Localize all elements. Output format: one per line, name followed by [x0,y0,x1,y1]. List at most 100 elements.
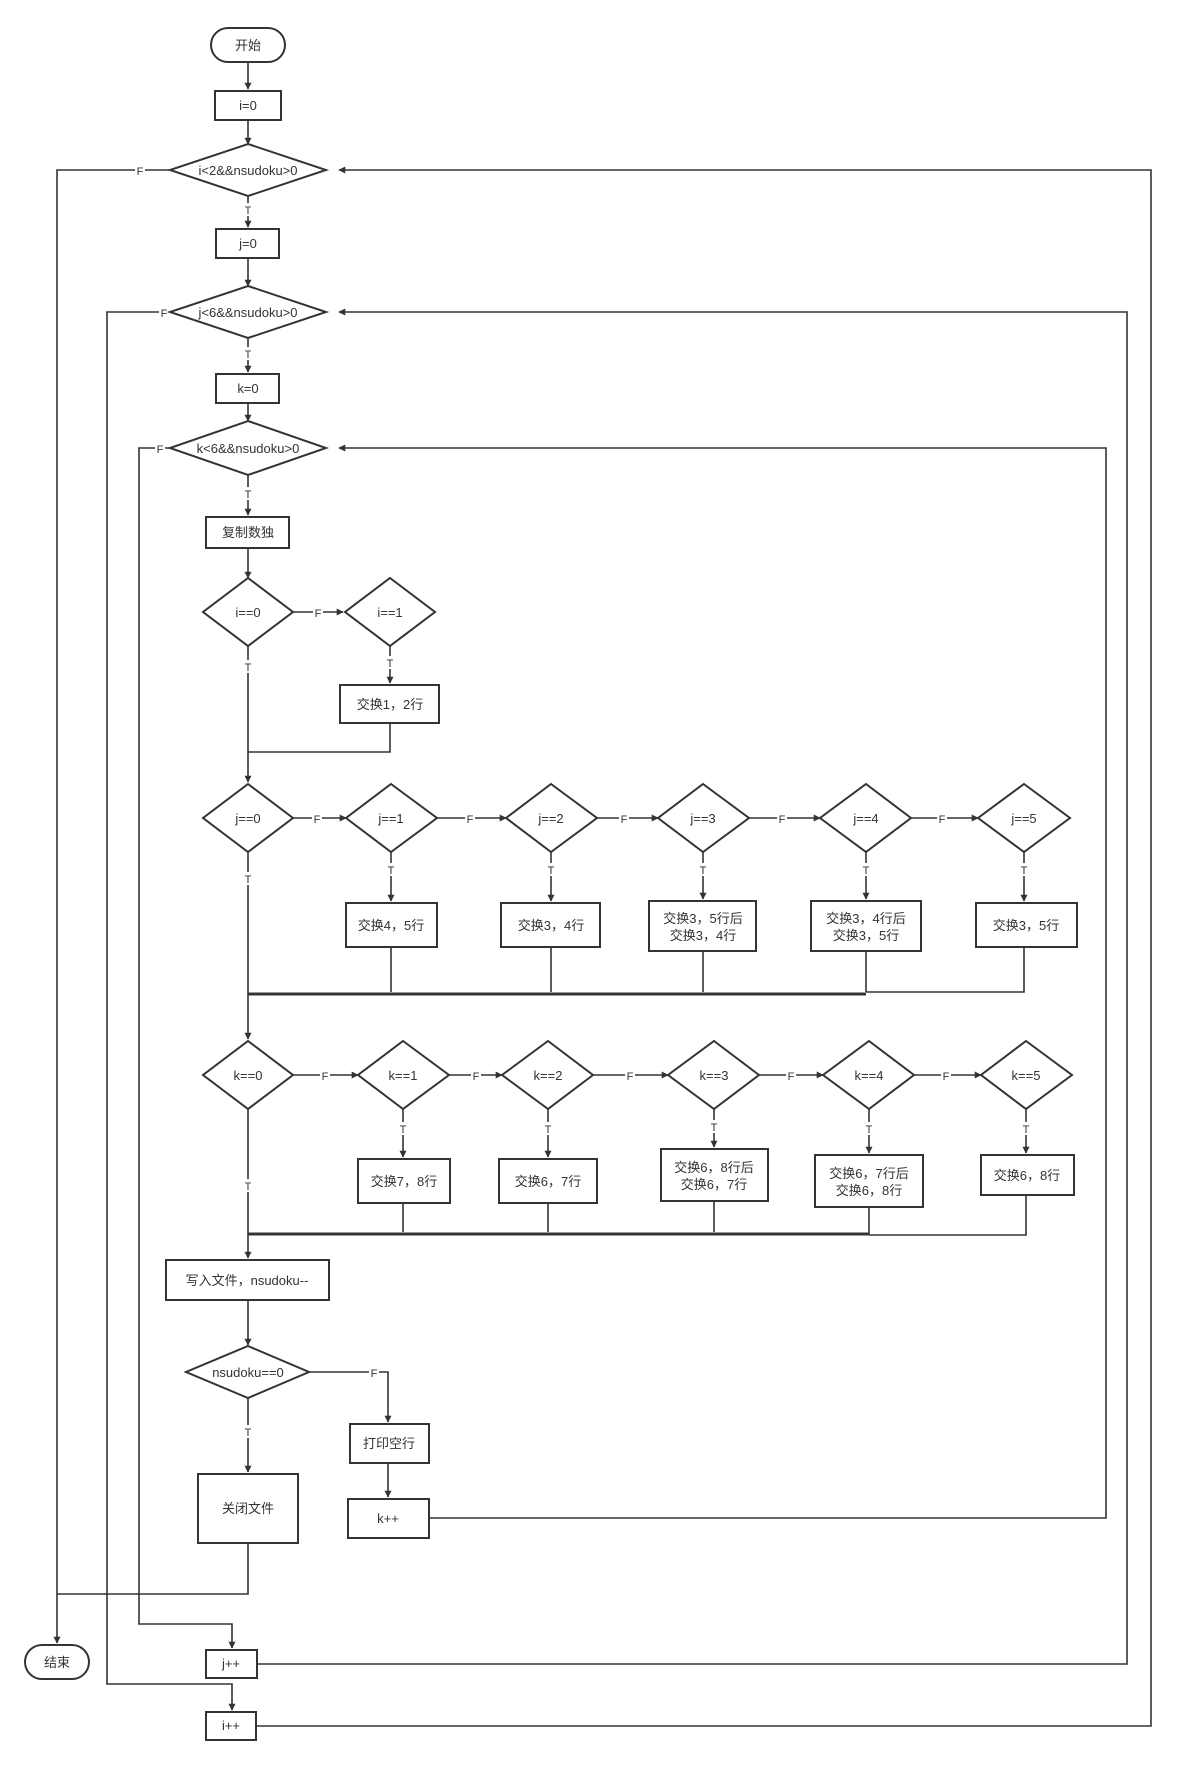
node-write: 写入文件，nsudoku-- [165,1259,330,1301]
node-end: 结束 [24,1644,90,1680]
edge-dj-ipp [106,311,236,1711]
node-d-i: i<2&&nsudoku>0 [166,142,330,198]
node-j-eq3-label: j==3 [689,811,715,826]
node-i-eq0: i==0 [201,576,295,648]
node-d-j: j<6&&nsudoku>0 [166,284,330,340]
node-jpp-label: j++ [221,1656,240,1671]
node-start-label: 开始 [235,38,261,53]
label-jeq4-false: F [939,814,946,826]
label-dk-true: T [245,489,252,501]
node-swap35-label: 交换3，5行 [993,918,1059,933]
node-k-eq2-label: k==2 [534,1068,563,1083]
node-swap45-label: 交换4，5行 [358,918,424,933]
node-close-label: 关闭文件 [222,1501,274,1516]
node-swap68-67-line1: 交换6，8行后 [674,1160,753,1175]
node-k-eq2: k==2 [500,1039,595,1111]
node-swap67: 交换6，7行 [498,1158,598,1204]
label-jeq1-false: F [467,814,474,826]
node-swap34-35: 交换3，4行后 交换3，5行 [810,900,922,952]
node-j-eq1: j==1 [344,782,439,854]
node-j-eq3: j==3 [656,782,751,854]
node-swap67-68-line2: 交换6，8行 [836,1183,902,1198]
label-ieq0-false: F [315,608,322,620]
label-keq2-false: F [627,1071,634,1083]
label-dk-false: F [157,444,164,456]
node-j-eq1-label: j==1 [377,811,403,826]
node-k-eq4-label: k==4 [855,1068,884,1083]
label-keq3-false: F [788,1071,795,1083]
node-k0-label: k=0 [237,381,258,396]
label-jeq1-true: T [388,865,395,877]
node-k-eq0-label: k==0 [234,1068,263,1083]
node-k-eq5: k==5 [979,1039,1074,1111]
label-keq4-false: F [943,1071,950,1083]
node-kpp: k++ [347,1498,430,1539]
node-swap34-35-line1: 交换3，4行后 [826,911,905,926]
node-d-ns: nsudoku==0 [183,1344,312,1400]
node-j-eq0: j==0 [201,782,295,854]
label-jeq0-true: T [245,874,252,886]
edge-jpp-dj [257,308,1128,1665]
edge-ipp-di [256,166,1152,1727]
node-swap35: 交换3，5行 [975,902,1078,948]
node-k-eq5-label: k==5 [1012,1068,1041,1083]
node-i0-label: i=0 [239,98,257,113]
node-k-eq0: k==0 [201,1039,295,1111]
node-d-i-label: i<2&&nsudoku>0 [198,163,297,178]
label-dj-false: F [161,308,168,320]
node-i0: i=0 [214,90,282,121]
label-jeq3-false: F [779,814,786,826]
node-j-eq0-label: j==0 [234,811,260,826]
label-jeq0-false: F [314,814,321,826]
label-jeq2-true: T [548,865,555,877]
node-copy-label: 复制数独 [222,525,274,540]
edge-swap68-merge [869,1195,1027,1236]
node-kpp-label: k++ [377,1511,399,1526]
label-keq0-true: T [245,1181,252,1193]
node-k-eq4: k==4 [821,1039,916,1111]
node-start: 开始 [210,27,286,63]
label-keq4-true: T [866,1124,873,1136]
node-swap34-label: 交换3，4行 [518,918,584,933]
node-swap67-68: 交换6，7行后 交换6，8行 [814,1154,924,1208]
label-keq3-true: T [711,1122,718,1134]
node-k-eq3: k==3 [666,1039,761,1111]
edge-close-end [57,1543,249,1595]
node-swap45: 交换4，5行 [345,902,438,948]
node-swap67-label: 交换6，7行 [515,1174,581,1189]
node-j-eq4: j==4 [818,782,913,854]
edge-swap35-merge [866,947,1025,993]
node-swap78: 交换7，8行 [357,1158,451,1204]
label-keq1-true: T [400,1124,407,1136]
node-swap35-34: 交换3，5行后 交换3，4行 [648,900,757,952]
node-ipp-label: i++ [222,1718,240,1733]
node-d-k: k<6&&nsudoku>0 [166,419,330,477]
label-jeq3-true: T [700,865,707,877]
node-swap35-34-line1: 交换3，5行后 [663,911,742,926]
node-swap34: 交换3，4行 [500,902,601,948]
label-dns-false: F [371,1368,378,1380]
label-jeq4-true: T [863,865,870,877]
node-j0-label: j=0 [238,236,257,251]
node-swap34-35-line2: 交换3，5行 [833,928,899,943]
node-write-label: 写入文件，nsudoku-- [186,1273,309,1288]
label-dns-true: T [245,1427,252,1439]
node-swap68-67-line2: 交换6，7行 [681,1177,747,1192]
node-swap78-label: 交换7，8行 [371,1174,437,1189]
label-ieq0-true: T [245,662,252,674]
node-print: 打印空行 [349,1423,430,1464]
node-j-eq2-label: j==2 [537,811,563,826]
node-i-eq1: i==1 [343,576,437,648]
node-i-eq0-label: i==0 [235,605,260,620]
node-ipp: i++ [205,1711,257,1741]
node-d-k-label: k<6&&nsudoku>0 [197,441,300,456]
node-j0: j=0 [215,228,280,259]
node-swap68: 交换6，8行 [980,1154,1075,1196]
edge-swap12-merge [248,723,391,753]
label-keq1-false: F [473,1071,480,1083]
label-jeq5-true: T [1021,865,1028,877]
node-print-label: 打印空行 [363,1436,415,1451]
node-k-eq1: k==1 [356,1039,451,1111]
edge-kpp-dk [338,444,1107,1519]
